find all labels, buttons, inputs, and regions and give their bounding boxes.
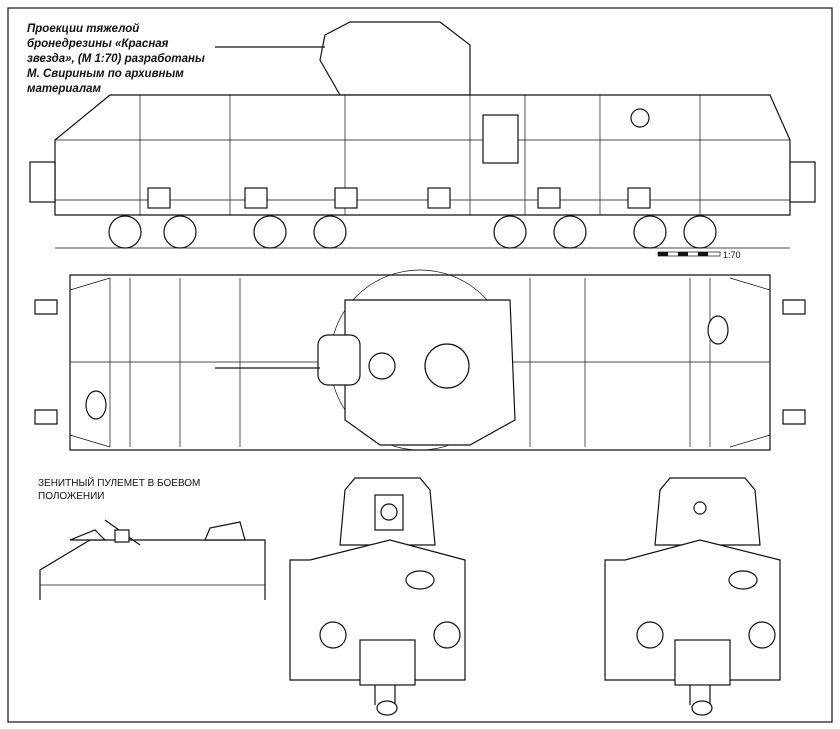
frame-border bbox=[7, 7, 833, 723]
drawing-title: Проекции тяжелой бронедрезины «Красная з… bbox=[27, 23, 205, 95]
top-view bbox=[34, 269, 806, 451]
rear-view bbox=[604, 477, 781, 716]
buffer-right bbox=[789, 161, 816, 203]
side-view bbox=[29, 21, 816, 249]
turret bbox=[319, 21, 471, 96]
front-view bbox=[289, 477, 466, 716]
buffer-left bbox=[29, 161, 56, 203]
wheels bbox=[108, 215, 717, 249]
hatch bbox=[424, 343, 470, 389]
aa-machine-gun-view bbox=[39, 519, 266, 600]
aa-mg-label: ЗЕНИТНЫЙ ПУЛЕМЕТ В БОЕВОМ ПОЛОЖЕНИИ bbox=[38, 478, 201, 502]
side-door bbox=[482, 114, 519, 164]
scale-label: 1:70 bbox=[723, 250, 741, 260]
scale-bar bbox=[657, 251, 721, 257]
